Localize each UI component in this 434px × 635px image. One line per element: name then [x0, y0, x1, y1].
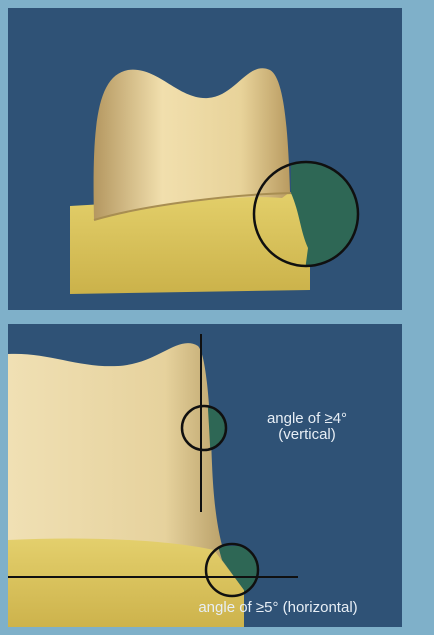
bottom-panel: angle of ≥4° (vertical) angle of ≥5° (ho…	[8, 324, 402, 627]
bottom-illustration	[8, 324, 402, 627]
top-panel	[8, 8, 402, 310]
vertical-angle-label: angle of ≥4° (vertical)	[248, 411, 366, 443]
top-illustration	[8, 8, 402, 310]
vertical-angle-label-line2: (vertical)	[248, 427, 366, 443]
horizontal-angle-label: angle of ≥5° (horizontal)	[158, 600, 398, 616]
vertical-angle-label-line1: angle of ≥4°	[248, 411, 366, 427]
